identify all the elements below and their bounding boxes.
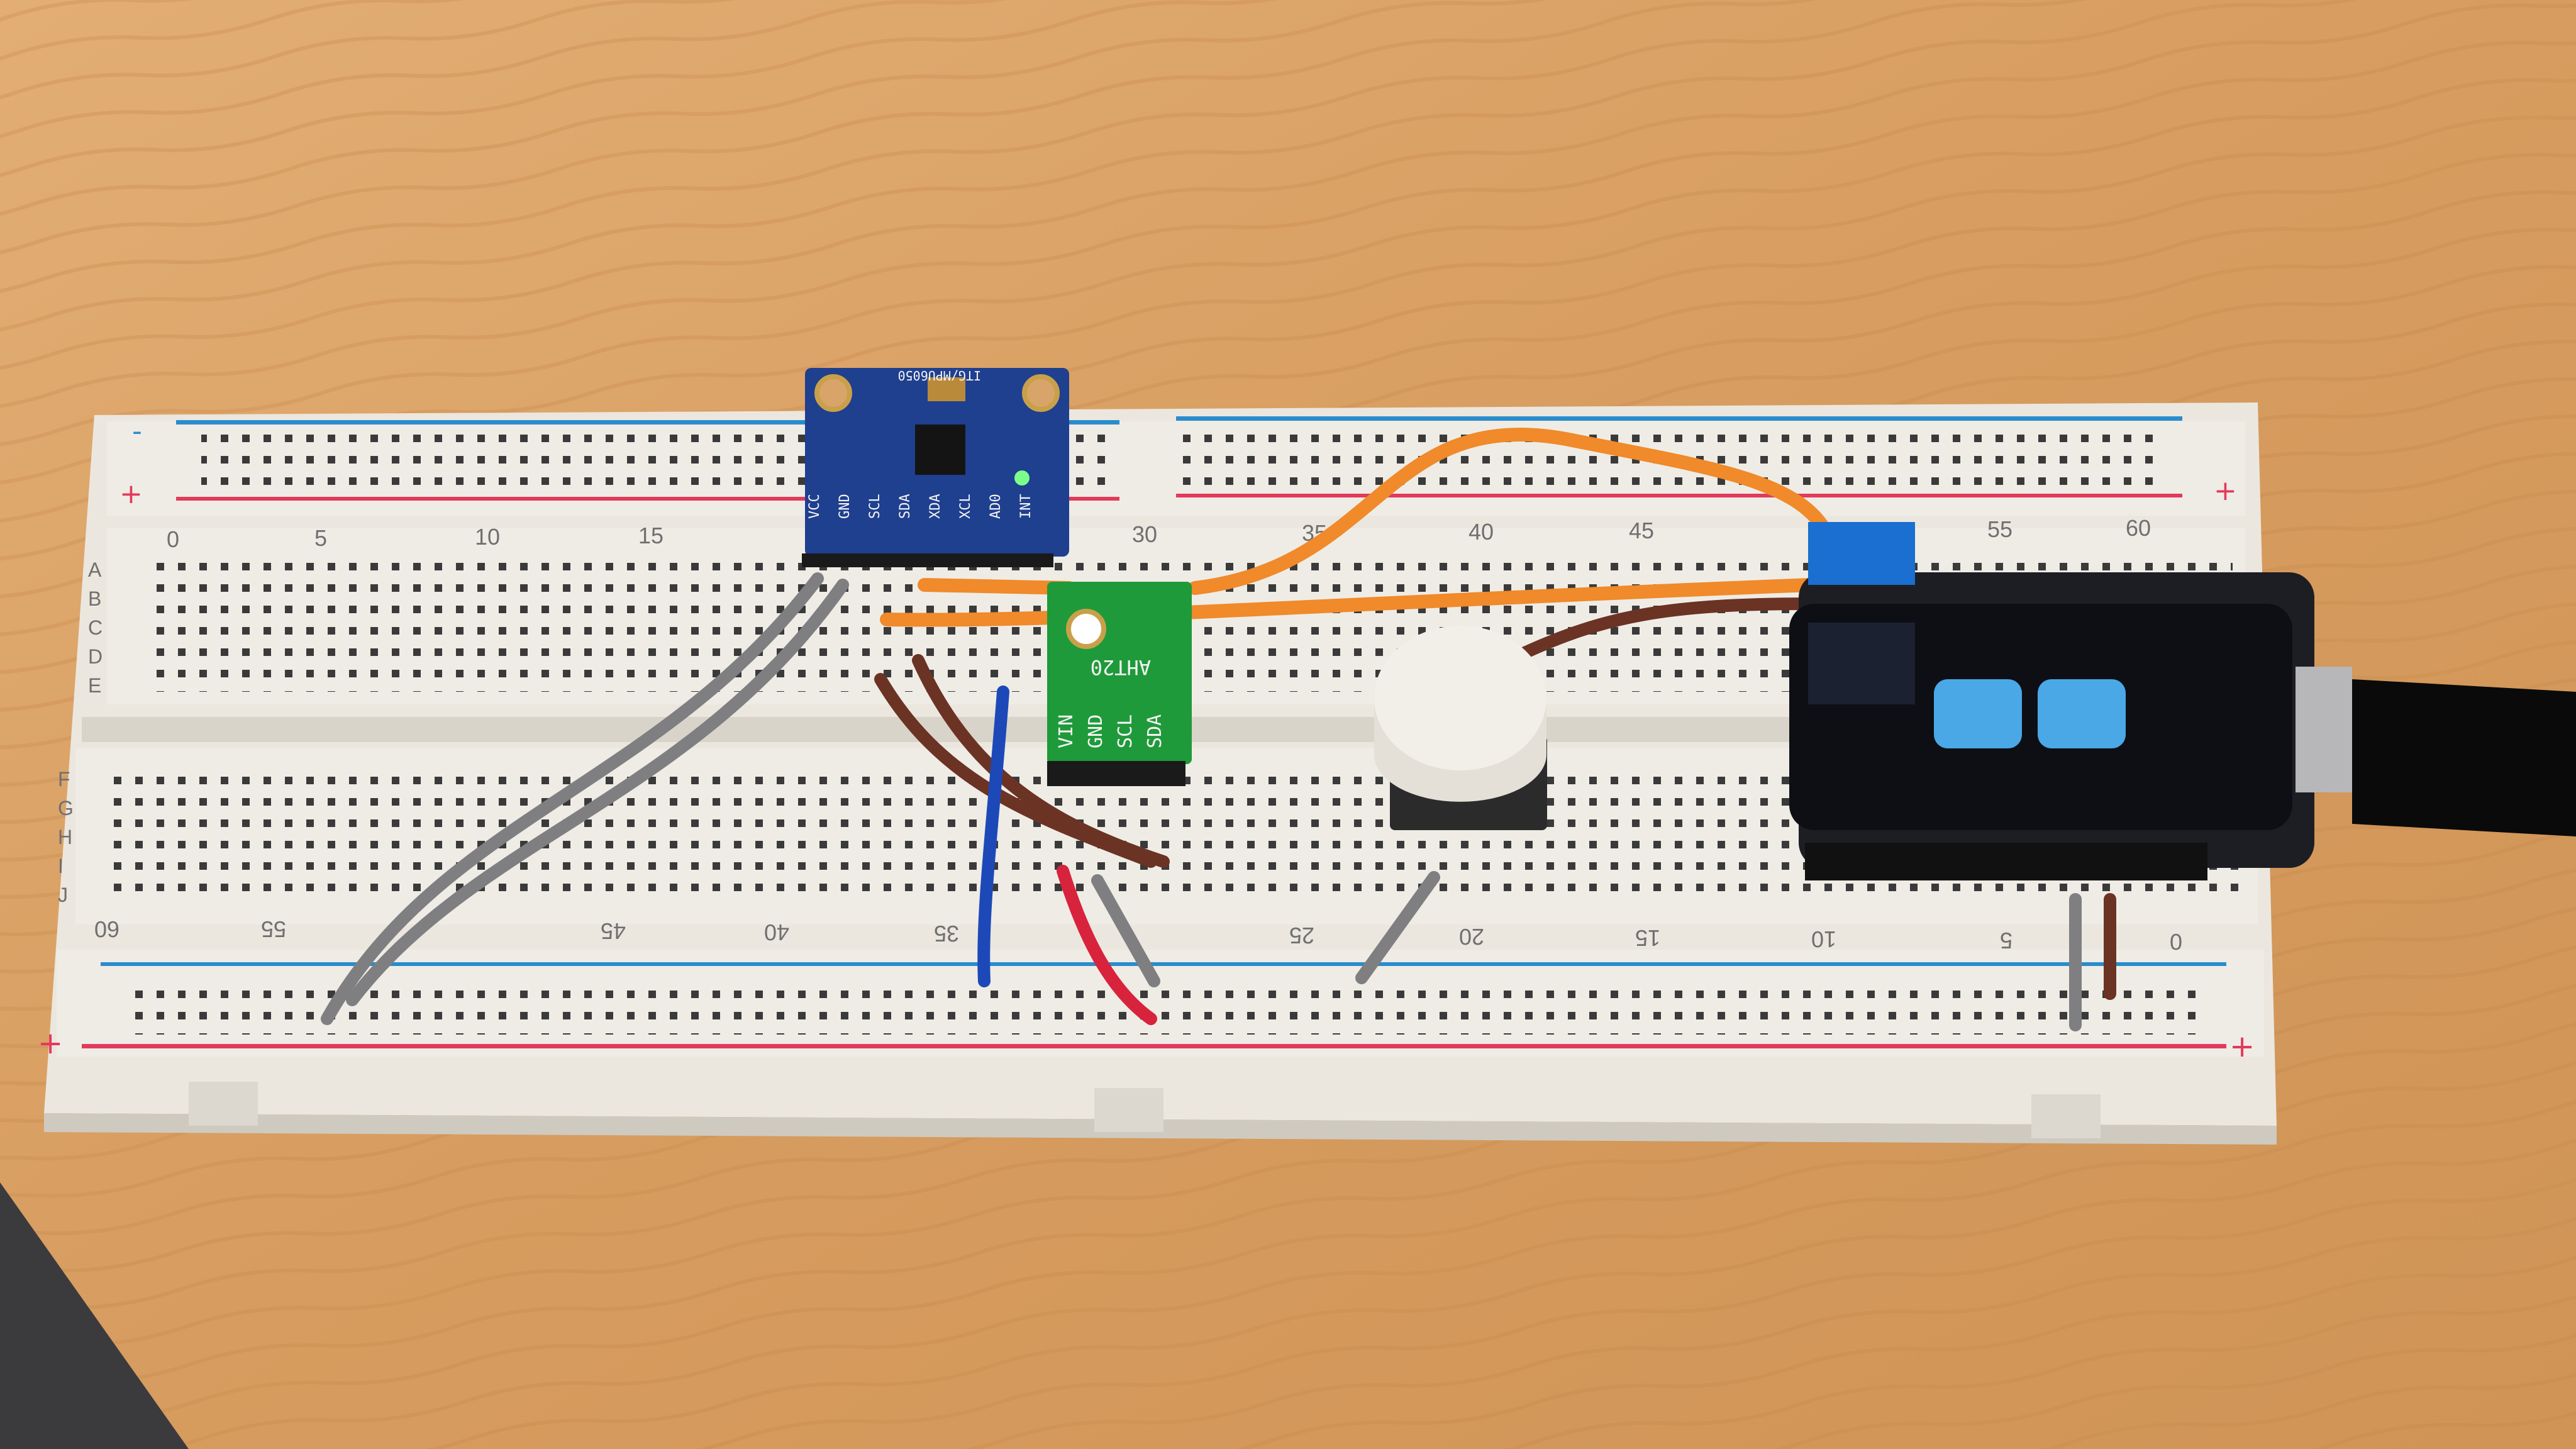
blue-sticker — [1808, 522, 1915, 585]
col-num: 45 — [601, 918, 626, 944]
mounting-hole — [1022, 374, 1060, 412]
row-letter: J — [58, 884, 68, 906]
orange-wire-short — [918, 578, 1076, 595]
mpu-title: ITG/MPU6050 — [898, 368, 981, 383]
pin-label: SDA — [897, 494, 913, 519]
rail-plus-bottom-right: + — [2229, 1029, 2255, 1064]
pin-label: XDA — [928, 494, 943, 519]
pin-label: XCL — [958, 494, 974, 519]
orange-wire-upper — [1188, 428, 1831, 595]
brown-wire-c — [1516, 597, 1818, 660]
red-wire — [1057, 865, 1157, 1025]
laptop-corner — [0, 1182, 189, 1449]
pin-label: SCL — [867, 494, 883, 519]
screen-shade — [1808, 623, 1915, 704]
col-num: 40 — [1468, 519, 1494, 545]
col-num: 40 — [764, 919, 789, 945]
col-num: 0 — [167, 526, 179, 552]
bottom-column-numbers: 60 55 45 40 35 25 20 15 10 5 0 — [94, 916, 2182, 955]
row-letter: E — [88, 674, 101, 697]
col-num: 55 — [1987, 516, 2012, 542]
orange-wire-lower — [880, 578, 1818, 627]
button-cap — [1374, 626, 1546, 770]
pin-label: GND — [837, 494, 853, 519]
col-num: 10 — [1811, 926, 1836, 952]
power-led — [1014, 470, 1030, 486]
pin-label: AD0 — [988, 494, 1004, 519]
usb-cable — [2352, 679, 2576, 836]
row-letters: A B C D E F G H I J — [58, 558, 103, 906]
row-letter: F — [58, 768, 70, 791]
row-letter: C — [88, 616, 103, 639]
row-letter: A — [88, 558, 102, 581]
eye-left-icon — [1934, 679, 2022, 748]
row-letter: D — [88, 645, 103, 668]
rail-plus-top-right: + — [2214, 475, 2237, 507]
col-num: 60 — [94, 916, 119, 942]
col-num: 20 — [1459, 924, 1484, 950]
gray-wire-short — [1091, 874, 1160, 987]
gray-wire-a — [321, 572, 824, 1025]
col-num: 10 — [475, 524, 500, 550]
gray-wire-b — [346, 579, 849, 1006]
board-pins — [1805, 843, 2207, 880]
top-column-numbers: 0 5 10 15 30 35 40 45 55 60 — [167, 515, 2151, 552]
col-num: 45 — [1629, 518, 1654, 543]
col-num: 30 — [1132, 521, 1157, 547]
display-board — [1789, 522, 2576, 880]
eye-right-icon — [2038, 679, 2126, 748]
col-num: 15 — [1635, 925, 1660, 951]
wires — [321, 428, 2116, 1031]
pin-label: SCL — [1114, 714, 1136, 748]
col-num: 5 — [2000, 928, 2012, 953]
row-letter: G — [58, 797, 74, 819]
col-num: 0 — [2170, 929, 2182, 955]
col-num: 15 — [638, 523, 663, 548]
capacitor — [928, 377, 965, 401]
pin-label: SDA — [1144, 714, 1166, 748]
col-num: 35 — [934, 921, 959, 947]
col-num: 25 — [1289, 923, 1314, 948]
pin-label: GND — [1085, 714, 1107, 748]
push-button — [1374, 626, 1547, 830]
rail-plus-top-left: + — [119, 478, 143, 510]
aht20-header-pins — [1047, 761, 1185, 786]
mpu6050-module: ITG/MPU6050 VCC GND SCL SDA XDA XCL AD0 … — [802, 368, 1069, 567]
mpu-pin-labels: VCC GND SCL SDA XDA XCL AD0 INT — [807, 494, 1034, 519]
aht20-pin-labels: VIN GND SCL SDA — [1055, 714, 1166, 748]
rail-minus-top-left: - — [132, 415, 142, 447]
row-letter: B — [88, 587, 101, 610]
blue-wire — [977, 686, 1009, 987]
row-letter: H — [58, 826, 72, 848]
col-num: 60 — [2126, 515, 2151, 541]
col-num: 55 — [261, 916, 286, 942]
mpu-header-pins — [802, 553, 1053, 567]
mpu-chip — [915, 425, 965, 475]
aht20-module: AHT20 VIN GND SCL SDA — [1047, 582, 1192, 786]
rail-plus-bottom-left: + — [38, 1026, 63, 1061]
usb-connector — [2296, 667, 2352, 792]
row-letter: I — [58, 855, 64, 877]
pin-label: VIN — [1055, 714, 1077, 748]
aht20-title: AHT20 — [1091, 655, 1151, 679]
pin-label: VCC — [807, 494, 823, 519]
gray-wire-button — [1355, 871, 1440, 984]
mounting-hole — [1066, 609, 1106, 649]
mounting-hole — [814, 374, 852, 412]
col-num: 5 — [314, 525, 327, 551]
pin-label: INT — [1018, 494, 1034, 519]
brown-wire-b — [912, 654, 1170, 868]
